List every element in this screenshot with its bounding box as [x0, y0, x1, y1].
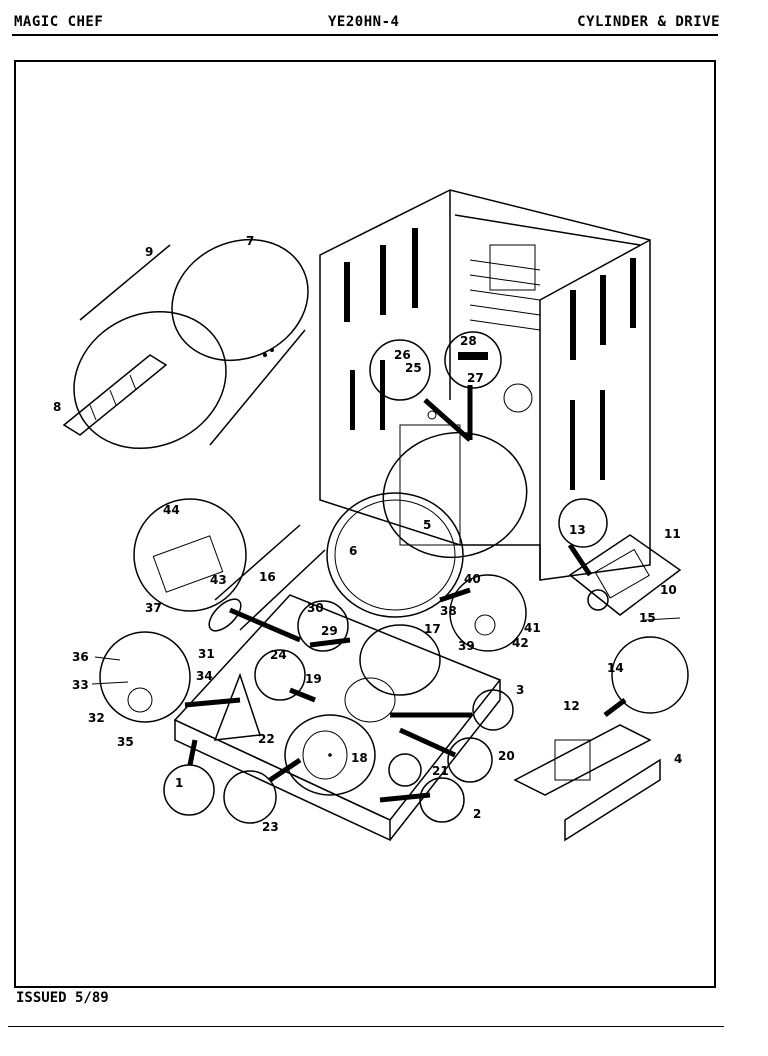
callout-18: 18 [351, 751, 368, 765]
drive-motor [568, 534, 682, 616]
callout-11: 11 [664, 527, 681, 541]
bulkhead-rings [326, 424, 528, 618]
inset-2 [419, 777, 465, 823]
callout-15: 15 [639, 611, 656, 625]
callout-6: 6 [349, 544, 357, 558]
inset-25-26 [369, 339, 431, 401]
callout-1: 1 [175, 776, 183, 790]
callout-27: 27 [467, 371, 484, 385]
inset-13 [558, 498, 608, 548]
callout-9: 9 [145, 245, 153, 259]
callout-43: 43 [210, 573, 227, 587]
diagram-frame [14, 60, 716, 988]
baffle [62, 354, 168, 436]
drum [73, 238, 309, 450]
callout-19: 19 [305, 672, 322, 686]
callout-21: 21 [432, 764, 449, 778]
inset-3 [472, 689, 514, 731]
brand-title: MAGIC CHEF [14, 14, 104, 30]
exhaust-duct [208, 524, 326, 632]
callout-38: 38 [440, 604, 457, 618]
callout-13: 13 [569, 523, 586, 537]
callout-35: 35 [117, 735, 134, 749]
callout-10: 10 [660, 583, 677, 597]
callout-37: 37 [145, 601, 162, 615]
inset-44-43 [133, 498, 247, 612]
callout-41: 41 [524, 621, 541, 635]
callout-3: 3 [516, 683, 524, 697]
callout-33: 33 [72, 678, 89, 692]
callout-labels: 1 2 3 4 5 6 7 8 9 10 11 12 13 14 15 16 1… [53, 234, 682, 834]
issued-date: ISSUED 5/89 [16, 990, 109, 1006]
callout-2: 2 [473, 807, 481, 821]
callout-30: 30 [307, 601, 324, 615]
footer-rule [8, 1026, 724, 1027]
base-and-blower [173, 594, 502, 842]
callout-17: 17 [424, 622, 441, 636]
callout-25: 25 [405, 361, 422, 375]
section-title: CYLINDER & DRIVE [577, 14, 720, 30]
callout-23: 23 [262, 820, 279, 834]
inset-27-28 [444, 331, 502, 389]
callout-32: 32 [88, 711, 105, 725]
callout-7: 7 [246, 234, 254, 248]
callout-40: 40 [464, 572, 481, 586]
inset-20 [447, 737, 493, 783]
callout-14: 14 [607, 661, 624, 675]
callout-39: 39 [458, 639, 475, 653]
callout-29: 29 [321, 624, 338, 638]
callout-16: 16 [259, 570, 276, 584]
callout-34: 34 [196, 669, 213, 683]
inset-23 [223, 770, 277, 824]
inset-circles [99, 331, 689, 824]
inset-29-30 [297, 600, 349, 652]
callout-44: 44 [163, 503, 180, 517]
leader-bars [91, 385, 681, 803]
callout-12: 12 [563, 699, 580, 713]
callout-5: 5 [423, 518, 431, 532]
callout-31: 31 [198, 647, 215, 661]
idler-bracket [513, 724, 661, 842]
callout-20: 20 [498, 749, 515, 763]
callout-22: 22 [258, 732, 275, 746]
callout-42: 42 [512, 636, 529, 650]
callout-8: 8 [53, 400, 61, 414]
inset-31-37 [99, 631, 191, 723]
callout-36: 36 [72, 650, 89, 664]
callout-4: 4 [674, 752, 682, 766]
callout-26: 26 [394, 348, 411, 362]
callout-24: 24 [270, 648, 287, 662]
inset-24 [254, 649, 306, 701]
model-number: YE20HN-4 [328, 14, 400, 30]
inset-38-42 [449, 574, 527, 652]
callout-28: 28 [460, 334, 477, 348]
header-rule [12, 34, 718, 36]
inset-14 [611, 636, 689, 714]
inset-1 [163, 764, 215, 816]
